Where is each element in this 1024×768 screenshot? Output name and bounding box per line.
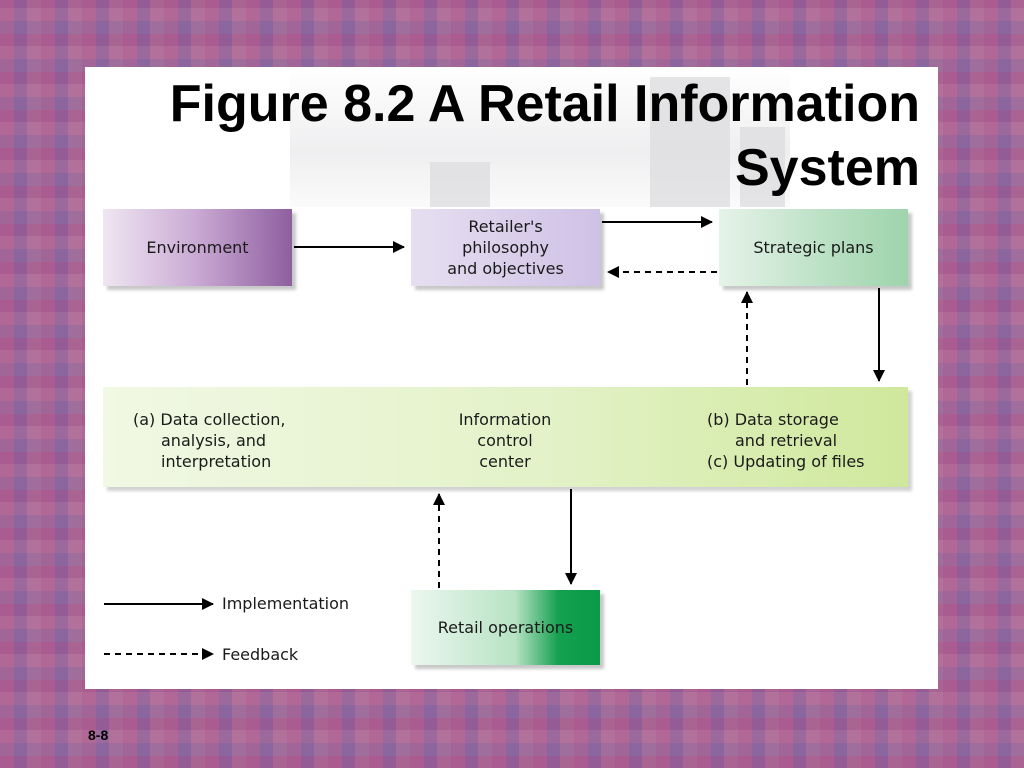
band-left-text: (a) Data collection, analysis, and inter… — [133, 409, 286, 472]
philosophy-box: Retailer's philosophy and objectives — [411, 209, 600, 286]
retail-operations-label: Retail operations — [437, 618, 574, 637]
band-center-line-3: center — [479, 452, 531, 471]
band-left-line-1: (a) Data collection, — [133, 410, 286, 429]
information-control-band — [103, 387, 908, 487]
legend-feedback-label: Feedback — [222, 645, 299, 664]
environment-label: Environment — [146, 238, 249, 257]
background-skyline-photo — [290, 67, 790, 207]
band-center-text: Information control center — [440, 409, 570, 472]
legend-implementation-label: Implementation — [222, 594, 350, 613]
band-left-line-3: interpretation — [161, 452, 272, 471]
band-right-line-2: and retrieval — [735, 431, 838, 450]
band-right-line-1: (b) Data storage — [707, 410, 839, 429]
slide-title: Figure 8.2 A Retail Information System — [169, 75, 920, 197]
band-left-line-2: analysis, and — [161, 431, 267, 450]
philosophy-line-2: philosophy — [462, 238, 549, 257]
retail-operations-box: Retail operations — [411, 590, 600, 665]
band-center-line-1: Information — [458, 410, 552, 429]
band-right-text: (b) Data storage and retrieval (c) Updat… — [707, 409, 865, 472]
strategic-plans-box: Strategic plans — [719, 209, 908, 286]
band-right-line-3: (c) Updating of files — [707, 452, 865, 471]
philosophy-line-3: and objectives — [447, 259, 564, 278]
page-number: 8-8 — [88, 727, 109, 743]
environment-box: Environment — [103, 209, 292, 286]
strategic-plans-label: Strategic plans — [753, 238, 874, 257]
band-center-line-2: control — [477, 431, 533, 450]
philosophy-line-1: Retailer's — [468, 217, 543, 236]
